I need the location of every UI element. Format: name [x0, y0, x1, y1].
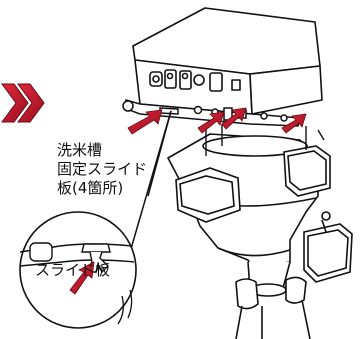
main-label-line2: 固定スライド	[57, 160, 148, 178]
main-label-line1: 洗米槽	[57, 141, 103, 159]
callout-lines	[125, 110, 172, 267]
bottom-right-clamp	[303, 211, 353, 283]
inset-label: スライド板	[35, 261, 111, 279]
double-chevron-right-icon	[1, 83, 45, 123]
side-clamp-right	[283, 145, 331, 197]
red-arrow-icon	[69, 107, 307, 295]
main-label: 洗米槽 固定スライド 板(4箇所)	[57, 141, 147, 198]
control-box	[132, 7, 323, 115]
inset-magnifier	[19, 211, 137, 329]
main-label-line3: 板(4箇所)	[57, 179, 124, 197]
hopper-body	[167, 133, 319, 339]
side-clamp-left	[175, 167, 241, 223]
